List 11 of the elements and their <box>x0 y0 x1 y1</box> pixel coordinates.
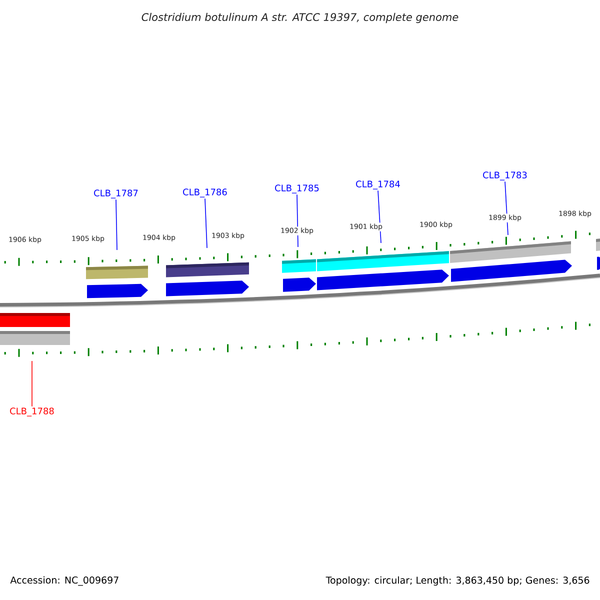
accession-text: Accession: NC_009697 <box>10 576 118 586</box>
gene-label: CLB_1787 <box>94 190 138 198</box>
title: Clostridium botulinum A str. ATCC 19397, complete genome <box>142 12 458 24</box>
gene-label: CLB_1788 <box>10 408 54 416</box>
leader-line <box>204 198 208 248</box>
genome-info-text: Topology: circular; Length: 3,863,450 bp; Genes: 3,656 <box>326 576 590 586</box>
gene-label: CLB_1785 <box>275 184 319 194</box>
gene-label: CLB_1783 <box>483 172 527 180</box>
gene-label: CLB_1784 <box>356 180 400 190</box>
leader-line <box>116 199 118 250</box>
gene-label: CLB_1786 <box>183 188 227 198</box>
